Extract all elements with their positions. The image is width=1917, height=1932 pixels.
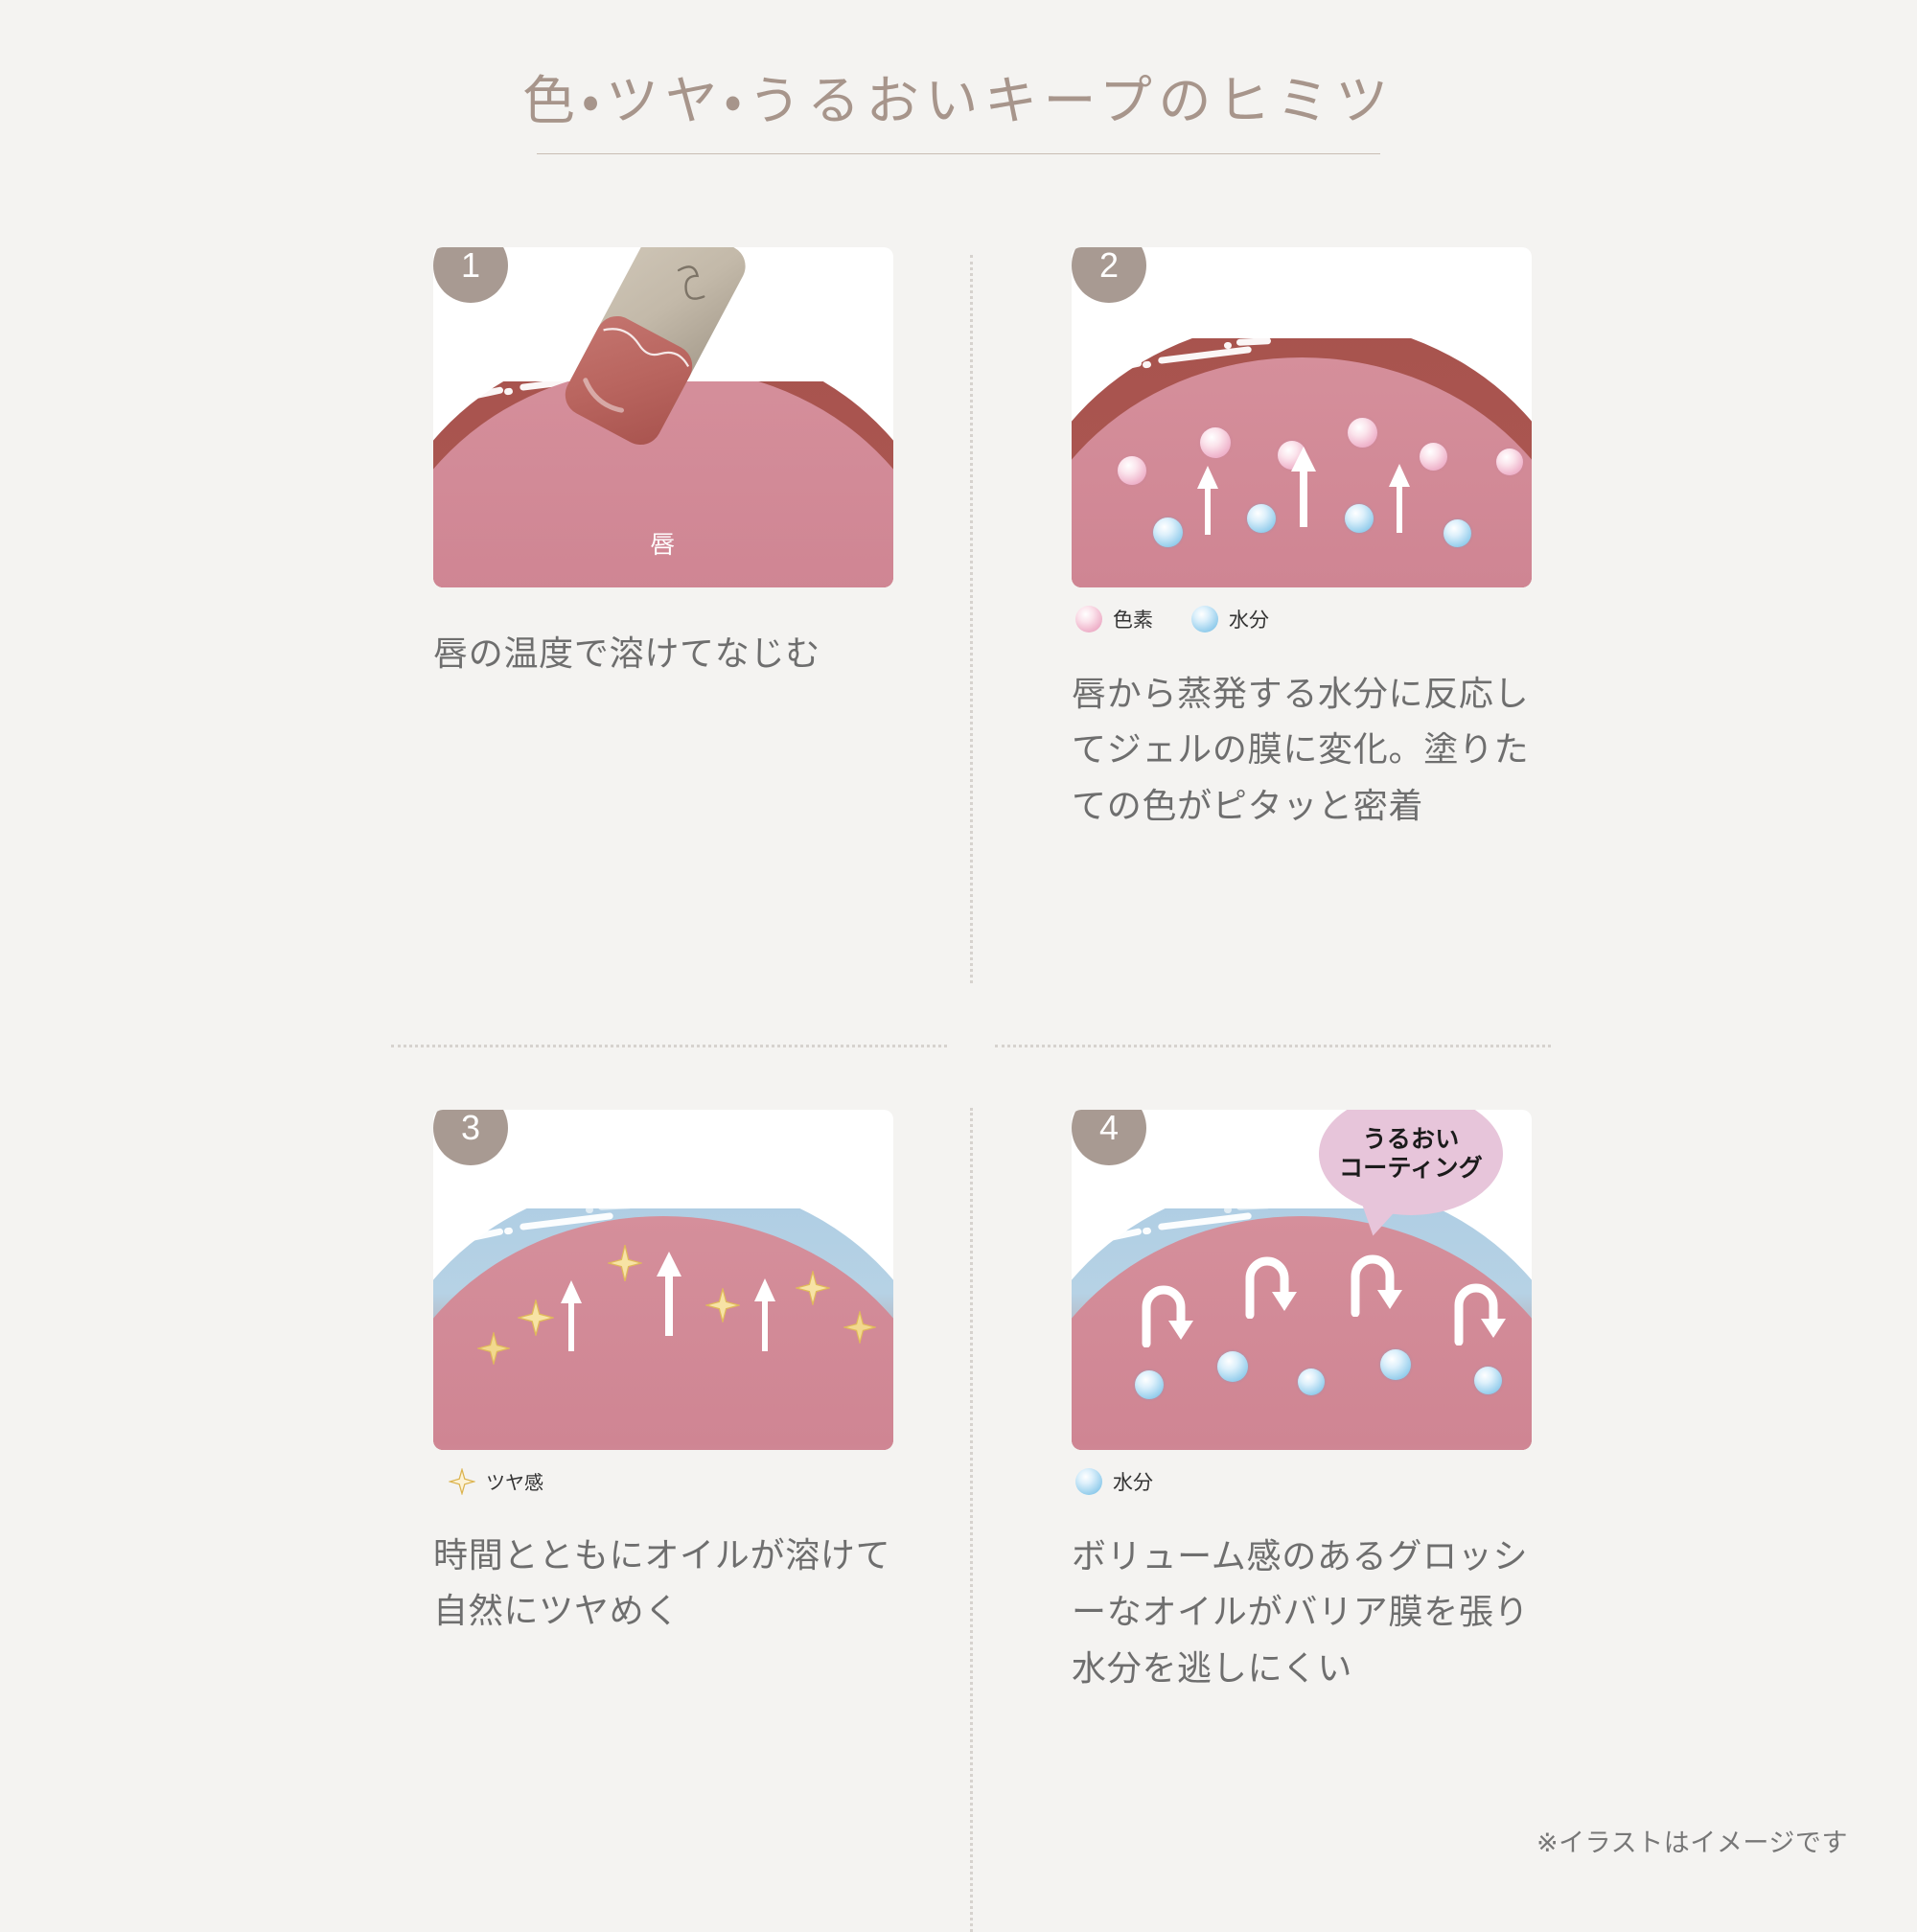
moisture-particle: [1217, 1351, 1248, 1382]
bubble-tail: [1359, 1206, 1397, 1238]
pigment-particle: [1348, 418, 1377, 448]
pigment-particle: [1200, 427, 1231, 458]
step-4-legend: 水分: [1075, 1467, 1587, 1496]
step-2-caption: 唇から蒸発する水分に反応してジェルの膜に変化。塗りたての色がピタッと密着: [1072, 674, 1530, 825]
sparkle-icon: [608, 1244, 642, 1282]
up-arrow-icon: [657, 1252, 681, 1336]
title-underline: [537, 153, 1380, 154]
up-arrow-icon: [1197, 466, 1218, 535]
lip-label: 唇: [650, 530, 677, 559]
sparkle-icon: [843, 1311, 876, 1344]
step-3-caption: 時間とともにオイルが溶けて自然にツヤめく: [433, 1535, 891, 1631]
moisture-particle: [1153, 518, 1183, 547]
sparkle-icon: [705, 1288, 740, 1322]
moisture-particle: [1298, 1368, 1325, 1395]
pink-circle-icon: [1075, 606, 1102, 632]
page-title: 色・ツヤ・うるおいキープのヒミツ: [522, 71, 1395, 130]
horizontal-divider-right: [995, 1045, 1551, 1047]
step-3-badge: 3: [433, 1110, 508, 1165]
up-arrow-icon: [1291, 447, 1316, 527]
coating-speech-bubble: うるおい コーティング: [1319, 1110, 1503, 1238]
step-panel-2: 2: [1051, 247, 1587, 834]
step-4-caption: ボリューム感のあるグロッシーなオイルがバリア膜を張り水分を逃しにくい: [1072, 1536, 1530, 1688]
moisture-particle: [1135, 1370, 1164, 1399]
lip-cross-section: [433, 1208, 893, 1450]
return-arrow-icon: [1454, 1283, 1506, 1346]
bubble-line-2: コーティング: [1338, 1155, 1483, 1182]
step-panel-3: 3: [412, 1110, 949, 1640]
sparkle-icon: [449, 1467, 475, 1495]
step-4-illustration: 4 うるおい コーティング: [1072, 1110, 1532, 1450]
legend-label: ツヤ感: [486, 1473, 543, 1494]
vertical-divider-top: [970, 255, 973, 983]
step-panel-1: 1: [412, 247, 949, 681]
sparkle-icon: [477, 1332, 510, 1365]
moisture-particle: [1380, 1349, 1411, 1380]
step-3-illustration: 3: [433, 1110, 893, 1450]
step-panel-4: 4 うるおい コーティング: [1051, 1110, 1587, 1696]
page-header: 色・ツヤ・うるおいキープのヒミツ: [0, 69, 1917, 154]
step-2-legend: 色素 水分: [1075, 605, 1587, 633]
sparkle-icon: [518, 1300, 554, 1336]
step-2-illustration: 2: [1072, 247, 1532, 587]
blue-circle-icon: [1075, 1468, 1102, 1495]
legend-label: 水分: [1113, 1472, 1153, 1494]
moisture-particle: [1474, 1367, 1502, 1394]
legend-item-pigment: 色素: [1075, 605, 1153, 633]
return-arrow-icon: [1245, 1256, 1297, 1319]
legend-label: 色素: [1113, 610, 1153, 632]
blue-circle-icon: [1191, 606, 1218, 632]
lipstick-icon: [565, 247, 746, 446]
step-1-caption: 唇の温度で溶けてなじむ: [433, 633, 820, 673]
bubble-line-1: うるおい: [1362, 1125, 1460, 1153]
step-1-badge: 1: [433, 247, 508, 303]
up-arrow-icon: [1389, 464, 1410, 533]
pigment-particle: [1118, 456, 1146, 485]
step-1-illustration: 1: [433, 247, 893, 587]
up-arrow-icon: [561, 1280, 582, 1351]
pigment-particle: [1496, 448, 1523, 475]
return-arrow-icon: [1142, 1285, 1193, 1347]
legend-item-moisture: 水分: [1075, 1467, 1153, 1496]
vertical-divider-bottom: [970, 1108, 973, 1932]
legend-label: 水分: [1229, 610, 1269, 632]
steps-grid: 1: [0, 247, 1917, 1932]
step-2-badge: 2: [1072, 247, 1146, 303]
footer-note: ※イラストはイメージです: [1536, 1828, 1848, 1857]
up-arrow-icon: [754, 1278, 775, 1351]
lip-body-layer: [433, 1216, 893, 1450]
sparkle-icon: [796, 1271, 830, 1305]
horizontal-divider-left: [391, 1045, 947, 1047]
moisture-particle: [1444, 519, 1471, 547]
return-arrow-icon: [1351, 1254, 1402, 1317]
legend-item-gloss: ツヤ感: [449, 1467, 543, 1495]
lip-cross-section: [1072, 338, 1532, 587]
legend-item-moisture: 水分: [1191, 605, 1269, 633]
step-4-badge: 4: [1072, 1110, 1146, 1165]
pigment-particle: [1420, 443, 1447, 471]
step-3-legend: ツヤ感: [449, 1467, 949, 1495]
moisture-particle: [1247, 504, 1276, 533]
moisture-particle: [1345, 504, 1374, 533]
